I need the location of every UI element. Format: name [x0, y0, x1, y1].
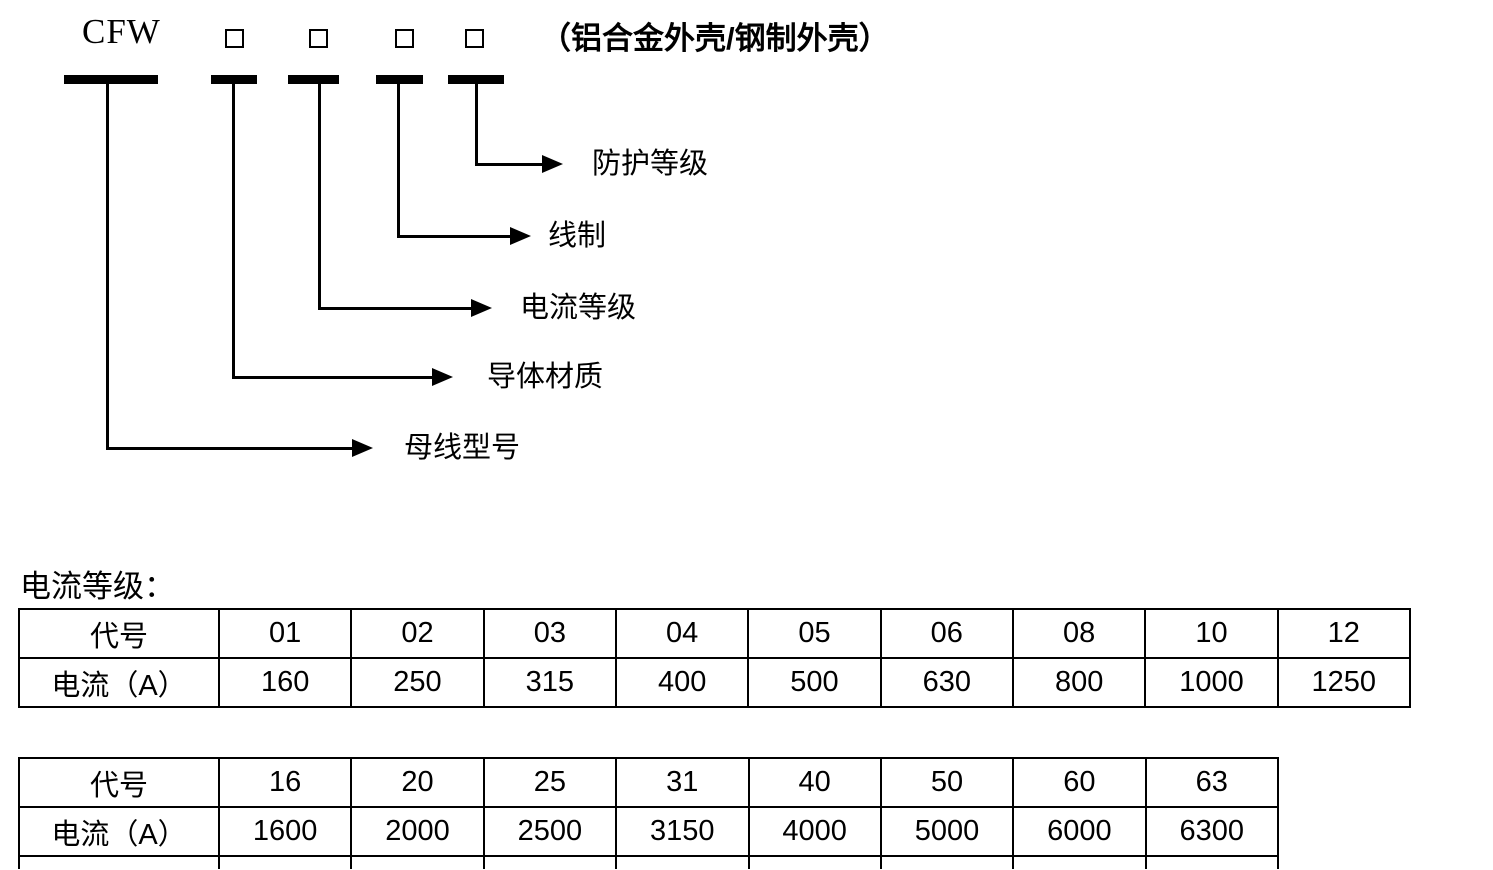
code-cell: 60	[1012, 757, 1147, 808]
arrowhead-icon-conductor	[432, 368, 453, 386]
row-header-current: 电流（A）	[18, 657, 220, 708]
leader-line-wire	[397, 235, 510, 238]
cutoff-cell	[879, 855, 1015, 869]
underline-bar-model	[64, 75, 158, 84]
cutoff-cell	[615, 855, 750, 869]
connector-stem-conductor	[232, 84, 235, 379]
code-cell: 02	[350, 608, 485, 659]
table-row-cutoff	[18, 855, 1280, 869]
cutoff-cell	[350, 855, 485, 869]
label-protection-grade: 防护等级	[592, 148, 709, 180]
arrowhead-icon-wire	[510, 227, 531, 245]
connector-stem-model	[106, 84, 109, 450]
current-cell: 1000	[1144, 657, 1279, 708]
current-cell: 4000	[747, 806, 882, 857]
row-header-code: 代号	[18, 608, 220, 659]
code-cell: 16	[217, 757, 353, 808]
leader-line-conductor	[232, 376, 432, 379]
current-cell: 315	[482, 657, 617, 708]
code-cell: 03	[482, 608, 617, 659]
current-cell: 3150	[615, 806, 750, 857]
code-cell: 10	[1144, 608, 1279, 659]
underline-bar-wire	[376, 75, 423, 84]
current-cell: 1600	[217, 806, 353, 857]
cutoff-cell	[482, 855, 618, 869]
current-cell: 6000	[1012, 806, 1147, 857]
code-cell: 20	[350, 757, 485, 808]
model-code: CFW	[82, 12, 161, 51]
code-cell: 05	[747, 608, 882, 659]
code-cell: 63	[1144, 757, 1280, 808]
leader-line-protection	[475, 163, 542, 166]
cutoff-cell	[18, 855, 220, 869]
code-cell: 01	[217, 608, 353, 659]
cutoff-cell	[217, 855, 353, 869]
row-header-current: 电流（A）	[18, 806, 220, 857]
label-wire-system: 线制	[548, 220, 607, 252]
current-cell: 6300	[1144, 806, 1280, 857]
enclosure-note: （铝合金外壳/钢制外壳）	[540, 21, 890, 56]
code-cell: 25	[482, 757, 618, 808]
code-cell: 50	[879, 757, 1015, 808]
cutoff-cell	[1012, 855, 1147, 869]
placeholder-box	[309, 29, 328, 48]
arrowhead-icon-model	[352, 439, 373, 457]
underline-bar-conductor	[211, 75, 257, 84]
underline-bar-protection	[448, 75, 504, 84]
connector-stem-current	[318, 84, 321, 310]
current-cell: 500	[747, 657, 882, 708]
current-cell: 5000	[879, 806, 1015, 857]
current-cell: 400	[614, 657, 750, 708]
current-cell: 2000	[350, 806, 485, 857]
code-cell: 04	[614, 608, 750, 659]
cutoff-cell	[1144, 855, 1280, 869]
code-cell: 40	[747, 757, 882, 808]
current-cell: 160	[217, 657, 353, 708]
underline-bar-current	[288, 75, 339, 84]
current-cell: 800	[1011, 657, 1147, 708]
connector-stem-protection	[475, 84, 478, 166]
code-cell: 31	[615, 757, 750, 808]
current-cell: 250	[350, 657, 485, 708]
code-cell: 12	[1276, 608, 1412, 659]
arrowhead-icon-protection	[542, 155, 563, 173]
label-conductor-material: 导体材质	[487, 361, 604, 393]
current-cell: 630	[879, 657, 1014, 708]
placeholder-box	[465, 29, 484, 48]
placeholder-box	[395, 29, 414, 48]
connector-stem-wire	[397, 84, 400, 238]
placeholder-box	[225, 29, 244, 48]
code-cell: 08	[1011, 608, 1147, 659]
current-cell: 1250	[1276, 657, 1412, 708]
leader-line-model	[106, 447, 352, 450]
label-busbar-model: 母线型号	[404, 432, 521, 464]
cutoff-cell	[747, 855, 882, 869]
arrowhead-icon-current	[471, 299, 492, 317]
code-cell: 06	[879, 608, 1014, 659]
label-current-grade: 电流等级	[520, 292, 637, 324]
leader-line-current	[318, 307, 471, 310]
section-heading: 电流等级：	[20, 569, 175, 604]
current-cell: 2500	[482, 806, 618, 857]
row-header-code: 代号	[18, 757, 220, 808]
